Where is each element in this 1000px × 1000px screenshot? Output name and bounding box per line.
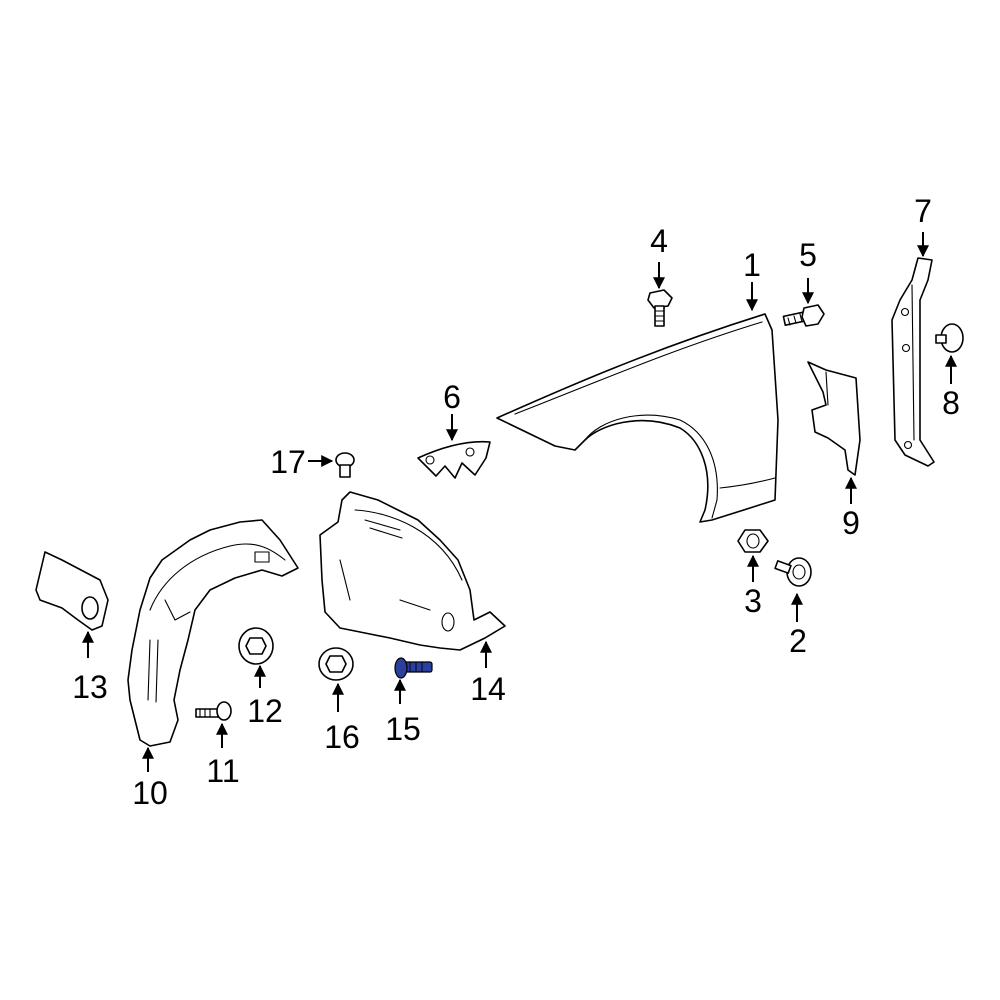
callout-labels: 1 2 3 4 5 6 7 8 9 10 11 12 13 14 15 16 1… [72, 193, 960, 811]
callout-17[interactable]: 17 [270, 444, 306, 480]
callout-11[interactable]: 11 [206, 753, 239, 789]
part-15-screw[interactable] [394, 657, 433, 679]
callout-15[interactable]: 15 [385, 711, 421, 747]
part-7-strip[interactable] [891, 257, 935, 467]
part-13-bracket[interactable] [35, 551, 109, 631]
callout-10[interactable]: 10 [132, 775, 168, 811]
part-5-bolt[interactable] [782, 304, 825, 327]
callout-16[interactable]: 16 [324, 719, 360, 755]
part-17-clip[interactable] [335, 452, 355, 478]
callout-6[interactable]: 6 [443, 379, 461, 415]
callout-4[interactable]: 4 [650, 223, 668, 259]
part-11-screw[interactable] [195, 701, 232, 721]
callout-arrows [82, 232, 957, 772]
callout-8[interactable]: 8 [942, 385, 960, 421]
callout-5[interactable]: 5 [799, 237, 817, 273]
callout-1[interactable]: 1 [743, 247, 761, 283]
part-1-fender[interactable] [496, 313, 779, 523]
part-4-bolt[interactable] [647, 289, 673, 327]
part-2-clip[interactable] [774, 557, 812, 587]
part-6-bracket[interactable] [417, 440, 491, 479]
part-14-liner[interactable] [319, 491, 506, 651]
callout-7[interactable]: 7 [914, 193, 932, 229]
part-8-grommet[interactable] [935, 323, 964, 353]
callout-13[interactable]: 13 [72, 669, 108, 705]
part-16-nut[interactable] [318, 647, 354, 681]
callout-3[interactable]: 3 [744, 583, 762, 619]
callout-2[interactable]: 2 [789, 623, 807, 659]
callout-9[interactable]: 9 [842, 505, 860, 541]
part-9-shield[interactable] [807, 361, 861, 476]
part-12-nut[interactable] [238, 627, 274, 665]
part-3-nut[interactable] [737, 529, 769, 553]
callout-12[interactable]: 12 [247, 693, 283, 729]
part-10-liner[interactable] [127, 519, 299, 747]
callout-14[interactable]: 14 [470, 671, 506, 707]
